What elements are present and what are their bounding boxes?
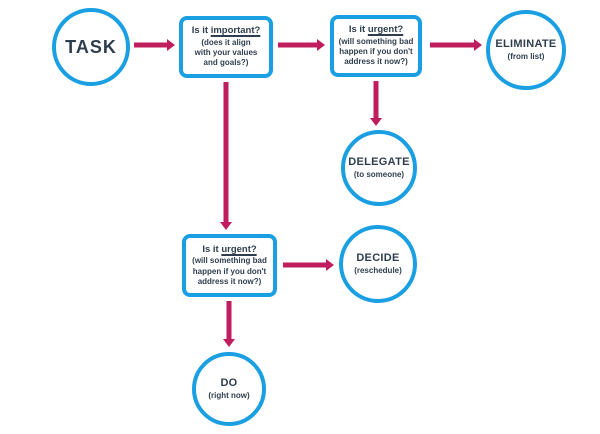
arrow-head-right-icon — [326, 259, 334, 271]
question-prefix: Is it — [191, 25, 211, 37]
decide-subtext: (reschedule) — [354, 266, 402, 276]
urgent-question-subtext: (will something bad happen if you don't … — [338, 36, 414, 67]
decide-circle: DECIDE (reschedule) — [339, 225, 417, 303]
question-keyword: urgent? — [367, 24, 404, 36]
arrow-head-right-icon — [167, 39, 175, 51]
arrow-shaft — [430, 42, 475, 48]
question-prefix: Is it — [348, 24, 368, 36]
arrow-task-to-important — [134, 38, 175, 52]
arrow-head-right-icon — [474, 39, 482, 51]
arrow-shaft — [373, 81, 379, 119]
do-subtext: (right now) — [208, 391, 250, 401]
arrow-shaft — [226, 301, 232, 340]
urgent-question-heading: Is it urgent? — [349, 24, 403, 35]
urgent-question-box-bottom: Is it urgent? (will something bad happen… — [182, 234, 277, 297]
question-keyword: urgent? — [221, 243, 257, 255]
arrow-urgent-to-eliminate — [430, 38, 482, 52]
task-label: TASK — [65, 36, 117, 57]
arrow-shaft — [134, 42, 168, 48]
eliminate-subtext: (from list) — [507, 52, 545, 62]
arrow-head-right-icon — [317, 39, 325, 51]
arrow-shaft — [223, 82, 229, 223]
arrow-urgent-bottom-to-do — [222, 301, 236, 347]
urgent-question-box-top: Is it urgent? (will something bad happen… — [330, 15, 422, 77]
decide-label: DECIDE — [356, 252, 400, 265]
eliminate-circle: ELIMINATE (from list) — [486, 10, 566, 90]
do-circle: DO (right now) — [192, 352, 266, 426]
delegate-label: DELEGATE — [348, 156, 410, 169]
important-question-box: Is it important? (does it align with you… — [179, 16, 273, 78]
task-circle: TASK — [52, 8, 130, 86]
question-keyword: important? — [210, 25, 261, 37]
arrow-shaft — [283, 262, 327, 268]
do-label: DO — [220, 377, 238, 390]
question-prefix: Is it — [202, 243, 222, 255]
arrow-head-down-icon — [370, 118, 382, 126]
arrow-head-down-icon — [223, 339, 235, 347]
eliminate-label: ELIMINATE — [495, 38, 557, 51]
important-question-heading: Is it important? — [192, 25, 261, 36]
arrow-head-down-icon — [220, 222, 232, 230]
arrow-urgent-to-delegate — [369, 81, 383, 126]
delegate-subtext: (to someone) — [353, 170, 405, 180]
urgent-question-heading: Is it urgent? — [202, 244, 256, 255]
important-question-subtext: (does it align with your values and goal… — [194, 37, 258, 68]
arrow-urgent-bottom-to-decide — [283, 258, 334, 272]
arrow-important-to-urgent — [278, 38, 325, 52]
arrow-shaft — [278, 42, 318, 48]
urgent-question-subtext: (will something bad happen if you don't … — [192, 256, 267, 286]
delegate-circle: DELEGATE (to someone) — [341, 130, 417, 206]
arrow-important-to-urgent-bottom — [219, 82, 233, 230]
